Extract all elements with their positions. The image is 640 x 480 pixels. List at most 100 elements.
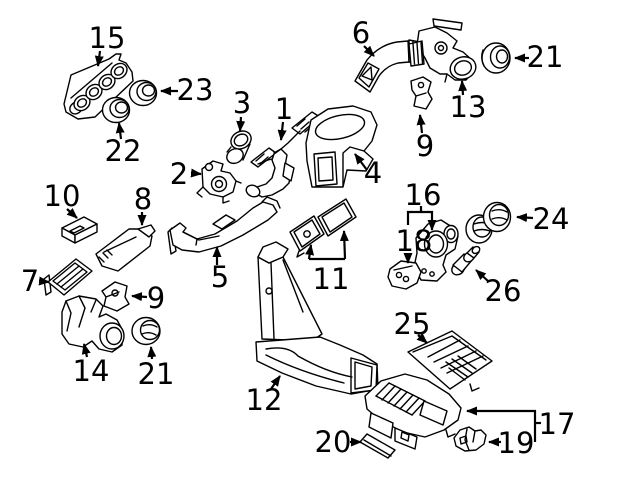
part-number-label-26[interactable]: 26 [485,274,522,308]
part-1-duct [245,111,321,198]
callout-arrow [236,116,246,132]
callout-25[interactable]: 25 [394,307,431,344]
callout-16[interactable]: 16 [405,178,442,231]
part-number-label-3[interactable]: 3 [233,86,251,120]
part-3-connector [226,130,252,165]
part-14-elbow-duct [61,295,125,353]
part-20-strip [359,433,396,459]
part-number-label-19[interactable]: 19 [498,426,535,460]
part-25-cover-panel [407,330,493,394]
part-21-bezel-lower [131,316,161,346]
callout-arrow [277,121,287,141]
callout-21b[interactable]: 21 [138,346,175,391]
callout-19[interactable]: 19 [488,426,535,460]
part-number-label-20[interactable]: 20 [315,425,352,459]
callout-arrow [115,122,125,140]
part-17-distribution-unit [364,373,462,450]
part-number-label-24[interactable]: 24 [533,202,570,236]
callout-arrow [458,80,468,96]
part-22-bezel [101,96,131,124]
part-21-bezel-upper [481,42,511,74]
callout-arrow [190,168,202,178]
part-number-label-22[interactable]: 22 [105,134,142,168]
part-number-label-11[interactable]: 11 [313,262,350,296]
callout-18[interactable]: 18 [396,224,433,264]
part-number-label-21a[interactable]: 21 [527,40,564,74]
callout-3[interactable]: 3 [233,86,251,132]
callout-11[interactable]: 11 [305,230,350,296]
part-number-label-4[interactable]: 4 [364,156,382,190]
callout-9b[interactable]: 9 [131,281,165,315]
callout-22[interactable]: 22 [105,122,142,168]
part-number-label-13[interactable]: 13 [450,90,487,124]
part-15-outlet-manifold [63,53,134,120]
callout-arrow [354,153,368,171]
callout-9a[interactable]: 9 [416,114,434,163]
part-number-label-6[interactable]: 6 [352,16,370,50]
part-24-double-bezel [465,201,512,244]
callout-13[interactable]: 13 [450,80,487,124]
callout-arrow [94,50,104,67]
callout-12[interactable]: 12 [246,375,283,417]
part-number-label-5[interactable]: 5 [211,260,229,294]
callout-layer: 1234567899101112131415161718192021212223… [21,16,576,460]
part-4-housing [305,105,378,188]
callout-23[interactable]: 23 [160,73,214,107]
callout-8[interactable]: 8 [134,182,152,226]
callout-7[interactable]: 7 [21,264,50,298]
callout-10[interactable]: 10 [44,179,81,219]
callout-17[interactable]: 17 [466,406,576,442]
part-number-label-15[interactable]: 15 [89,21,126,55]
part-19-clip [453,426,487,452]
callout-1[interactable]: 1 [275,92,293,141]
callout-4[interactable]: 4 [354,153,382,190]
part-number-label-14[interactable]: 14 [73,354,110,388]
part-number-label-8[interactable]: 8 [134,182,152,216]
part-number-label-7[interactable]: 7 [21,264,39,298]
callout-24[interactable]: 24 [516,202,570,236]
callout-arrow [270,375,281,390]
callout-15[interactable]: 15 [89,21,126,67]
callout-arrow [363,45,375,57]
part-16-vent-housing [413,219,459,282]
part-7-vent [43,258,93,296]
callout-26[interactable]: 26 [475,269,522,308]
callout-arrow [147,346,157,360]
callout-arrow [38,276,50,286]
part-number-label-18[interactable]: 18 [396,224,433,258]
part-number-label-17[interactable]: 17 [539,407,576,441]
part-9-bracket-left [101,281,130,312]
part-10-adapter [61,216,98,244]
callout-arrow [81,343,91,358]
part-number-label-9a[interactable]: 9 [416,129,434,163]
part-2-bracket [196,160,242,204]
part-number-label-25[interactable]: 25 [394,307,431,341]
part-number-label-16[interactable]: 16 [405,178,442,212]
part-number-label-9b[interactable]: 9 [147,281,165,315]
part-number-label-10[interactable]: 10 [44,179,81,213]
callout-20[interactable]: 20 [315,425,362,459]
part-number-label-23[interactable]: 23 [177,73,214,107]
callout-5[interactable]: 5 [211,246,229,294]
part-9-bracket-upper [410,76,433,110]
part-23-bezel [128,79,158,107]
callout-arrow [475,269,489,282]
callout-arrow [131,292,148,302]
callout-arrow [416,332,428,344]
callout-6[interactable]: 6 [352,16,375,57]
callout-arrow [466,406,537,442]
part-number-label-12[interactable]: 12 [246,383,283,417]
part-number-label-1[interactable]: 1 [275,92,293,126]
part-number-label-21b[interactable]: 21 [138,357,175,391]
callout-2[interactable]: 2 [170,157,202,191]
part-26-fastener [451,245,481,276]
callout-arrow [305,244,315,260]
part-12-floor-duct [255,241,379,395]
callout-arrow [416,114,426,134]
part-number-label-2[interactable]: 2 [170,157,188,191]
parts-artwork [43,18,512,459]
callout-14[interactable]: 14 [73,343,110,388]
callout-21a[interactable]: 21 [514,40,564,74]
